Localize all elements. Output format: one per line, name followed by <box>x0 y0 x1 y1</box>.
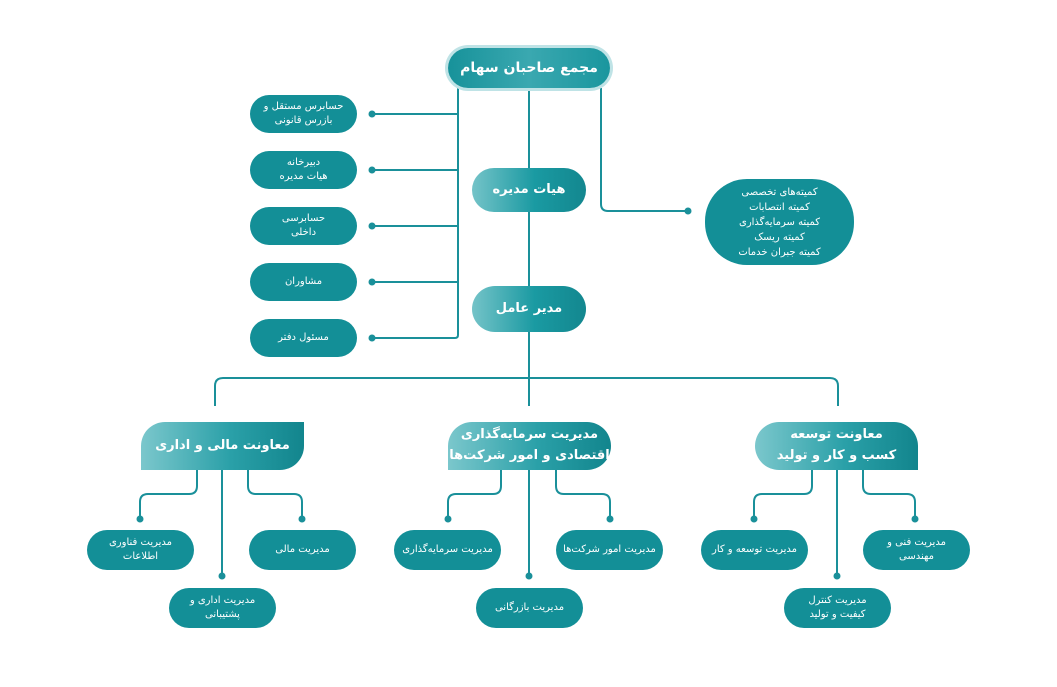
connector-investment-invest <box>447 470 502 519</box>
unit-commerce: مدیریت بازرگانی <box>476 588 583 628</box>
connector-dot <box>368 222 376 230</box>
root-node: مجمع صاحبان سهام <box>448 48 610 88</box>
connector-dot <box>684 207 692 215</box>
department-development: معاونت توسعه کسب و کار و تولید <box>755 422 918 470</box>
board-node: هیات مدیره <box>472 168 586 212</box>
left-unit-office: مسئول دفتر <box>250 319 357 357</box>
connector-finance-money <box>247 470 303 519</box>
unit-it: مدیریت فناوری اطلاعات <box>87 530 194 570</box>
left-unit-secretariat: دبیرخانه هیات مدیره <box>250 151 357 189</box>
connector-dot <box>218 572 226 580</box>
left-unit-auditor: حسابرس مستقل و بازرس قانونی <box>250 95 357 133</box>
connector-dot <box>606 515 614 523</box>
connector-dot <box>368 278 376 286</box>
unit-companies: مدیریت امور شرکت‌ها <box>556 530 663 570</box>
connector-dot <box>444 515 452 523</box>
unit-finance: مدیریت مالی <box>249 530 356 570</box>
unit-business-development: مدیریت توسعه و کار <box>701 530 808 570</box>
connector-development-tech <box>862 470 916 519</box>
connector-dot <box>368 110 376 118</box>
ceo-node: مدیر عامل <box>472 286 586 332</box>
left-unit-internal-audit: حسابرسی داخلی <box>250 207 357 245</box>
committees-node: کمیته‌های تخصصی کمیته انتصابات کمیته سرم… <box>705 179 854 265</box>
connector-finance-it <box>139 470 198 519</box>
connector-dot <box>525 572 533 580</box>
unit-investment: مدیریت سرمایه‌گذاری <box>394 530 501 570</box>
connector-dot <box>368 334 376 342</box>
connector-dot <box>136 515 144 523</box>
unit-technical-engineering: مدیریت فنی و مهندسی <box>863 530 970 570</box>
department-investment: مدیریت سرمایه‌گذاری اقتصادی و امور شرکت‌… <box>448 422 611 470</box>
connector-development-biz <box>753 470 813 519</box>
connector-dot <box>833 572 841 580</box>
connector-root-committees <box>600 88 688 212</box>
connector-dot <box>298 515 306 523</box>
connector-dot <box>368 166 376 174</box>
connector-dot <box>911 515 919 523</box>
unit-quality-control: مدیریت کنترل کیفیت و تولید <box>784 588 891 628</box>
connector-root-left <box>372 88 459 339</box>
department-finance: معاونت مالی و اداری <box>141 422 304 470</box>
connector-investment-companies <box>555 470 611 519</box>
connector-dot <box>750 515 758 523</box>
unit-admin-support: مدیریت اداری و پشتیبانی <box>169 588 276 628</box>
connector-departments-bus <box>214 377 839 406</box>
left-unit-advisors: مشاوران <box>250 263 357 301</box>
